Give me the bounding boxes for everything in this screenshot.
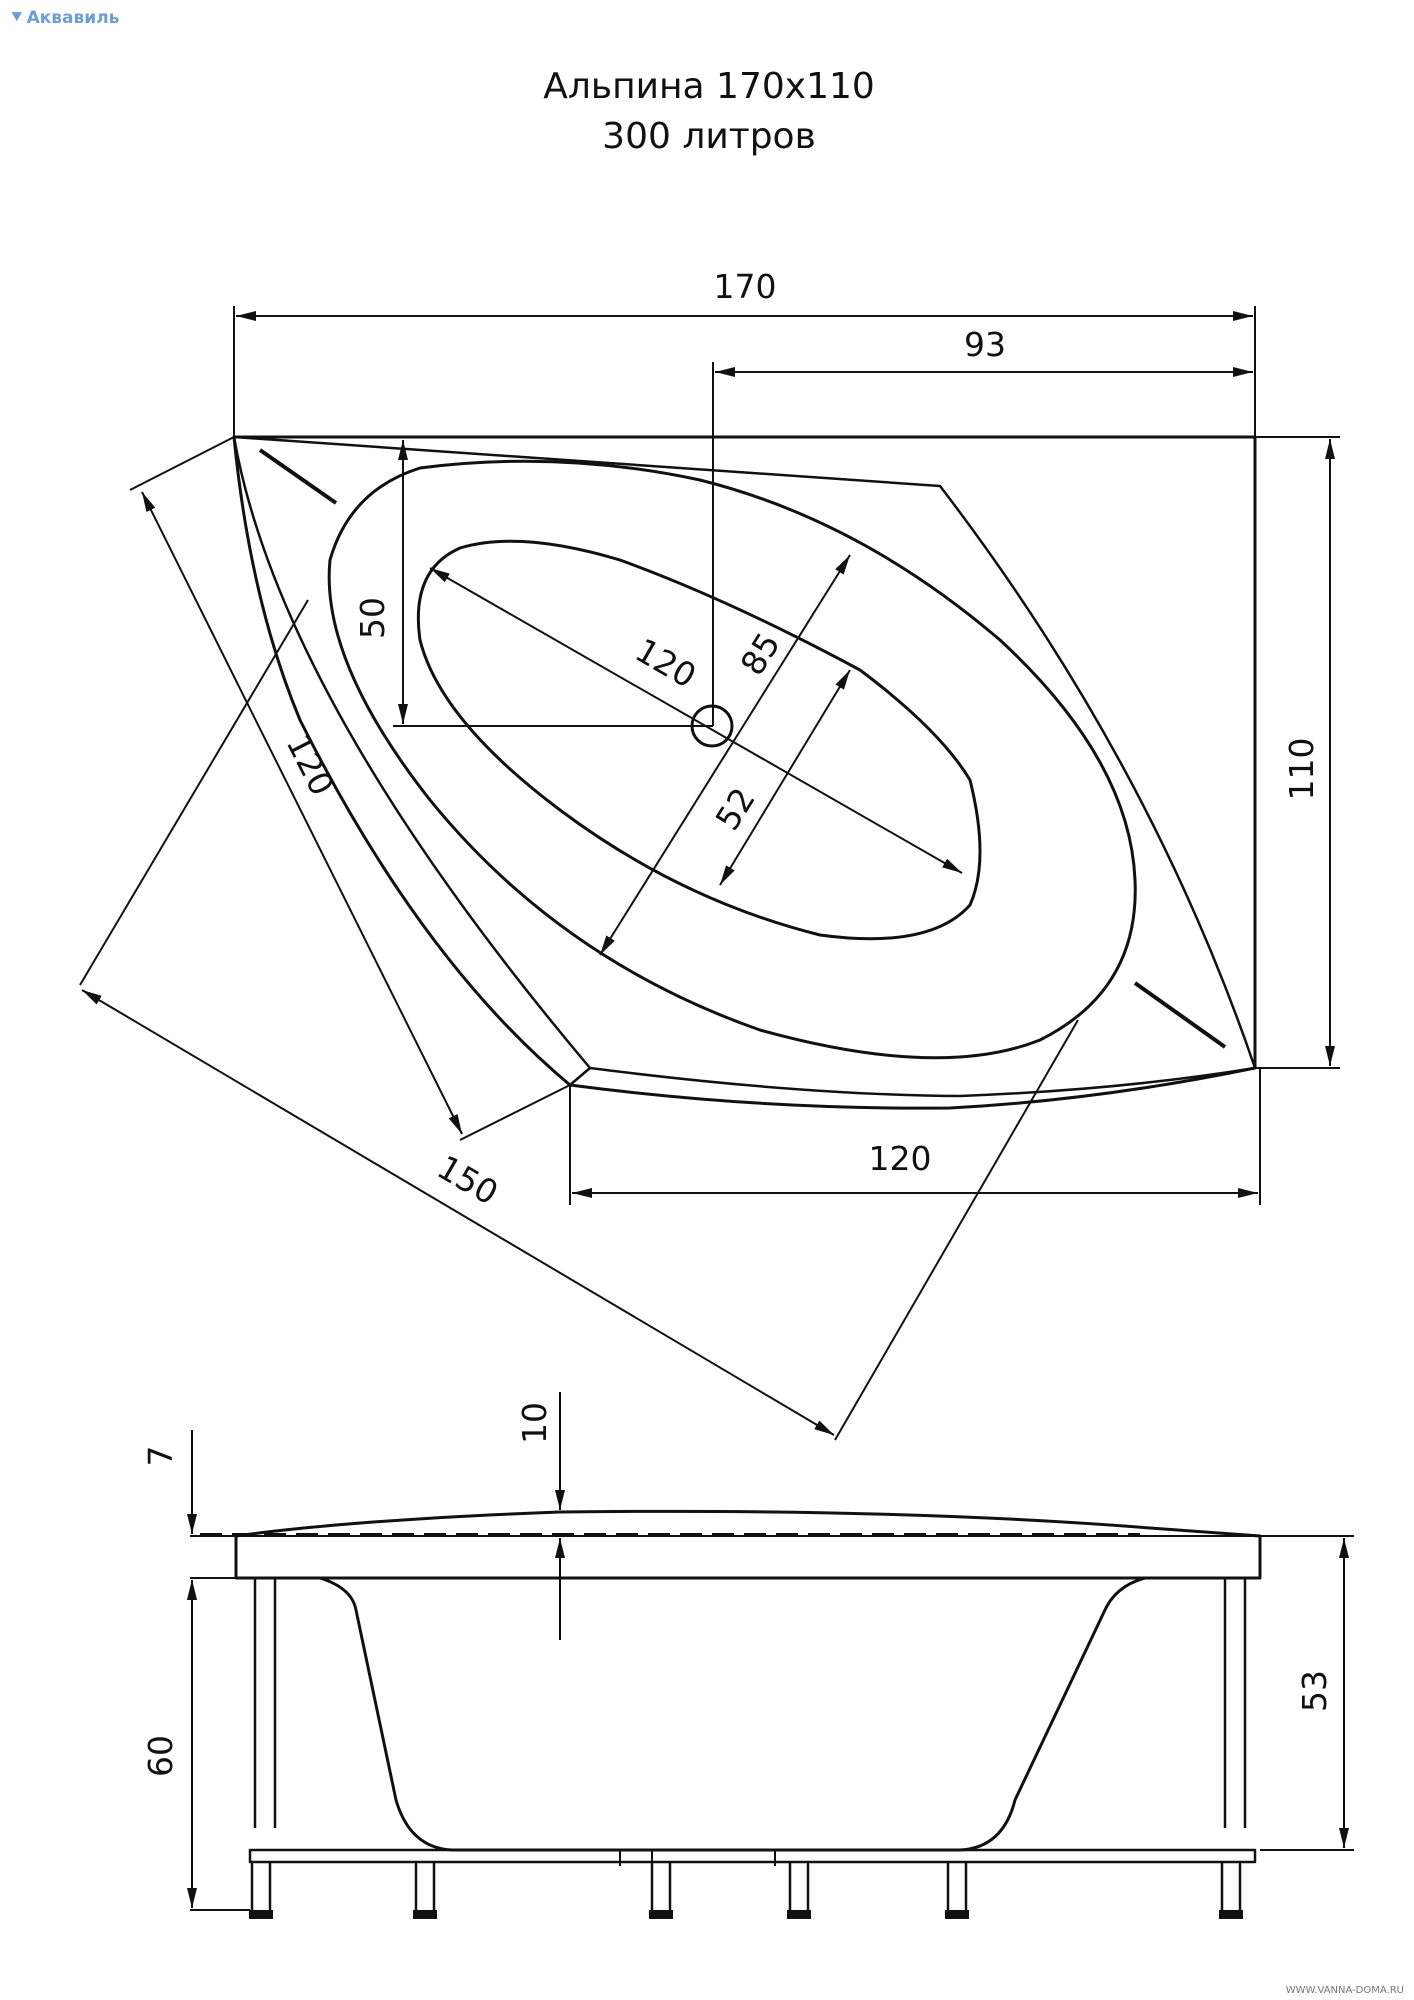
- side-dimension-lines: [187, 1392, 1354, 1911]
- tub-outer-outline: [232, 435, 1257, 1110]
- dim-bowl-width-outer: 85: [733, 626, 788, 682]
- dim-overall-width: 110: [1282, 738, 1321, 801]
- drop-icon: ⯆: [10, 8, 24, 28]
- dim-rim-thickness: 7: [141, 1446, 180, 1467]
- dim-total-height: 60: [141, 1735, 180, 1777]
- dim-bowl-length: 120: [629, 630, 703, 695]
- side-view: [200, 1509, 1262, 1919]
- rim-bottom-edge: [569, 1066, 1256, 1098]
- basin-outline: [327, 459, 1137, 1060]
- frame-bar: [248, 1848, 1257, 1864]
- frame-feet: [249, 1910, 1243, 1919]
- brand-logo: ⯆Аквавиль: [10, 8, 119, 28]
- frame-legs: [250, 1862, 1242, 1910]
- product-volume: 300 литров: [602, 116, 816, 157]
- plan-view: [232, 435, 1257, 1110]
- dim-drain-depth-offset: 50: [353, 597, 392, 639]
- dim-bowl-depth: 53: [1295, 1670, 1334, 1712]
- side-bowl: [319, 1576, 1146, 1852]
- plan-dimension-lines: [79, 306, 1340, 1441]
- rim-top-edge: [233, 435, 1257, 1069]
- site-watermark: WWW.VANNA-DOMA.RU: [1285, 1985, 1404, 1996]
- dim-bottom-side: 120: [869, 1139, 932, 1178]
- dim-overall-length: 170: [714, 267, 777, 306]
- dim-drain-offset: 93: [964, 325, 1006, 364]
- brand-logo-text: Аквавиль: [26, 8, 120, 28]
- dim-left-side: 120: [279, 728, 342, 802]
- dim-rim-slope: 10: [515, 1402, 554, 1444]
- side-rim: [234, 1509, 1262, 1580]
- product-title: Альпина 170х110: [543, 66, 875, 107]
